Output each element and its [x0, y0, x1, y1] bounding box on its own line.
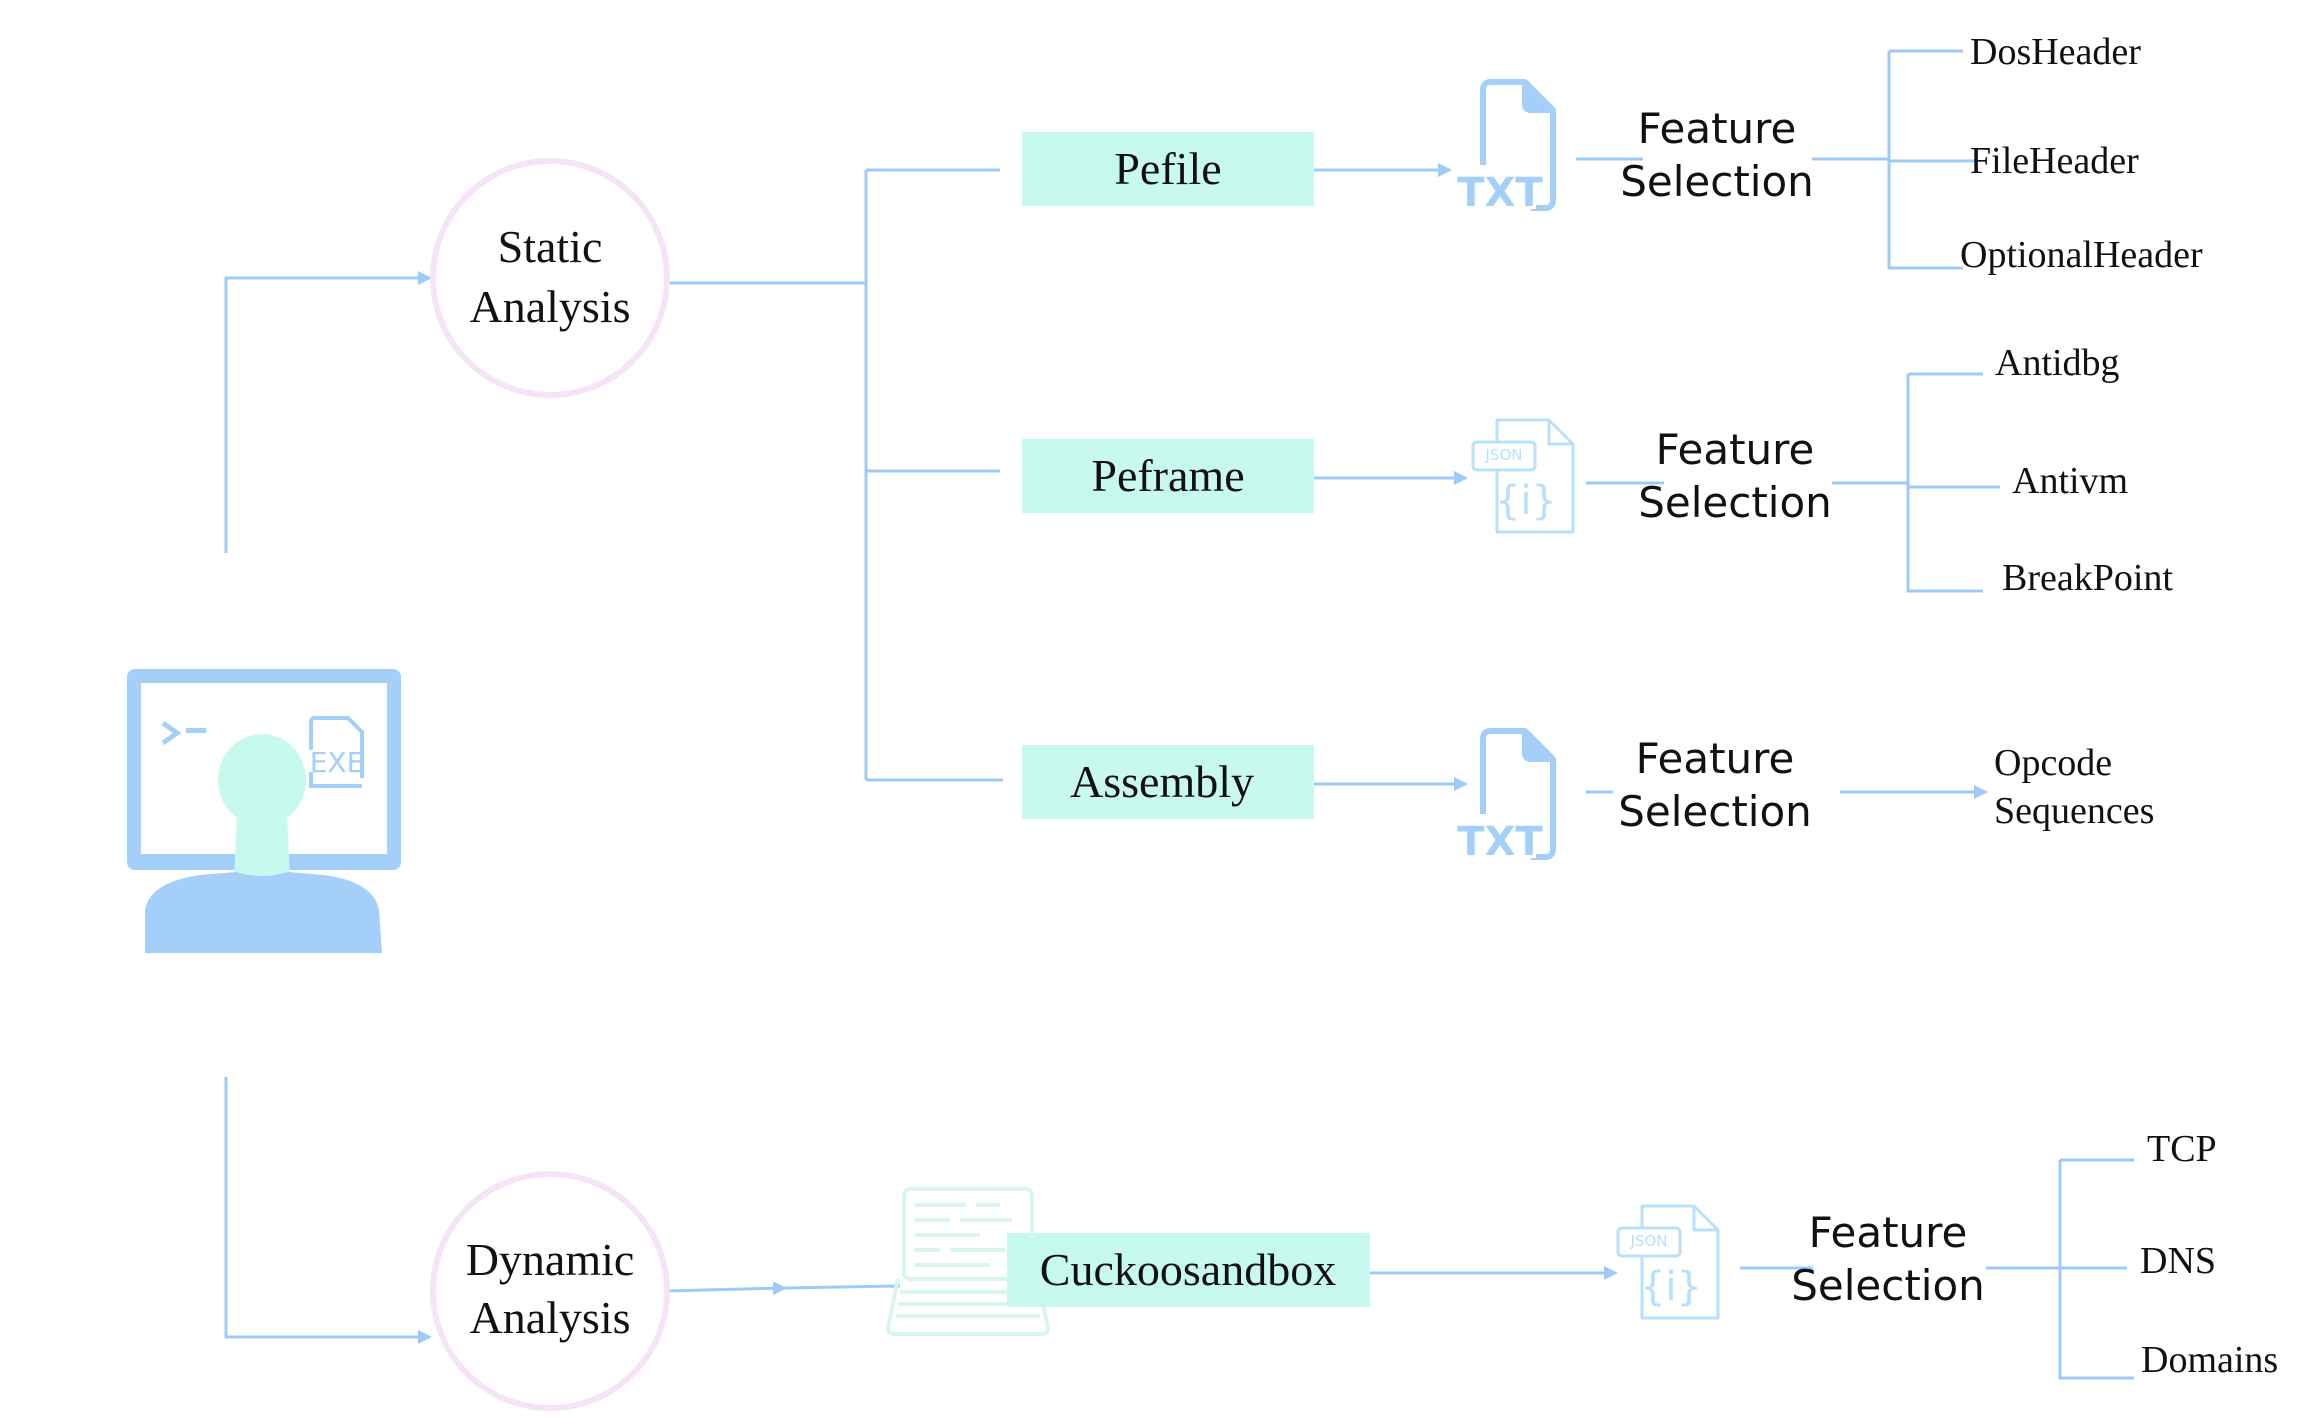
dynamic-analysis-label-line1: Dynamic [466, 1234, 635, 1285]
txt-label: TXT [1457, 170, 1543, 216]
feature-selection-pefile: Feature Selection [1620, 104, 1814, 206]
dynamic-analysis-circle [430, 1171, 670, 1411]
feature-sequences: Sequences [1994, 790, 2154, 832]
exe-label: EXE [310, 746, 365, 779]
feature-optionalheader: OptionalHeader [1960, 234, 2203, 276]
peframe-feature-bracket [1906, 372, 2000, 593]
json-file-icon: JSON {i} [1471, 418, 1575, 534]
arrow-to-static-analysis [224, 271, 432, 553]
feature-antidbg: Antidbg [1995, 342, 2120, 384]
connector-lines [224, 49, 2134, 1380]
peframe-box [1022, 439, 1314, 513]
feature-dns: DNS [2140, 1240, 2216, 1282]
dynamic-analysis-label-line2: Analysis [470, 1292, 631, 1343]
feature-selection-line2: Selection [1791, 1261, 1985, 1310]
person-neck [232, 770, 292, 880]
feature-selection-line2: Selection [1620, 157, 1814, 206]
feature-breakpoint: BreakPoint [2002, 557, 2173, 599]
exe-file-icon: EXE [309, 716, 365, 788]
static-analysis-label-line2: Analysis [470, 281, 631, 332]
feature-fileheader: FileHeader [1970, 140, 2139, 182]
feature-opcode: Opcode [1994, 742, 2112, 784]
arrow-dynamic-to-laptop [664, 1281, 787, 1296]
feature-selection-line1: Feature [1638, 104, 1797, 153]
line-to-laptop [784, 1284, 901, 1290]
feature-selection-cuckoo: Feature Selection [1791, 1208, 1985, 1310]
cuckoo-feature-bracket [2058, 1158, 2134, 1380]
json-file-icon: JSON {i} [1616, 1204, 1720, 1320]
terminal-cursor [186, 728, 206, 733]
static-analysis-label-line1: Static [498, 221, 603, 272]
feature-selection-line1: Feature [1809, 1208, 1968, 1257]
arrow-to-dynamic-analysis [224, 1077, 432, 1344]
json-braces-glyph: {i} [1640, 1264, 1702, 1310]
txt-file-icon: TXT [1457, 82, 1553, 216]
feature-selection-peframe: Feature Selection [1638, 425, 1832, 527]
pefile-label: Pefile [1114, 143, 1221, 194]
feature-selection-line1: Feature [1636, 734, 1795, 783]
json-braces-glyph: {i} [1495, 478, 1557, 524]
feature-selection-line1: Feature [1656, 425, 1815, 474]
feature-selection-line2: Selection [1638, 478, 1832, 527]
person-body [145, 872, 382, 953]
feature-domains: Domains [2141, 1339, 2278, 1381]
txt-label: TXT [1457, 819, 1543, 865]
pefile-feature-bracket [1887, 49, 1978, 270]
json-label: JSON [1485, 446, 1523, 464]
feature-selection-assembly: Feature Selection [1618, 734, 1812, 836]
analyst-computer-icon: EXE [127, 669, 401, 953]
pefile-box [1022, 132, 1314, 206]
cuckoosandbox-label: Cuckoosandbox [1040, 1244, 1336, 1295]
feature-antivm: Antivm [2012, 460, 2128, 502]
feature-dosheader: DosHeader [1970, 31, 2141, 73]
feature-tcp: TCP [2147, 1128, 2217, 1170]
peframe-label: Peframe [1091, 450, 1244, 501]
terminal-prompt-icon [161, 720, 182, 746]
static-analysis-circle [430, 158, 670, 398]
json-label: JSON [1630, 1232, 1668, 1250]
txt-file-icon: TXT [1457, 731, 1553, 865]
feature-selection-line2: Selection [1618, 787, 1812, 836]
assembly-box [1022, 745, 1314, 819]
cuckoosandbox-box [1007, 1233, 1370, 1307]
assembly-label: Assembly [1070, 756, 1254, 807]
